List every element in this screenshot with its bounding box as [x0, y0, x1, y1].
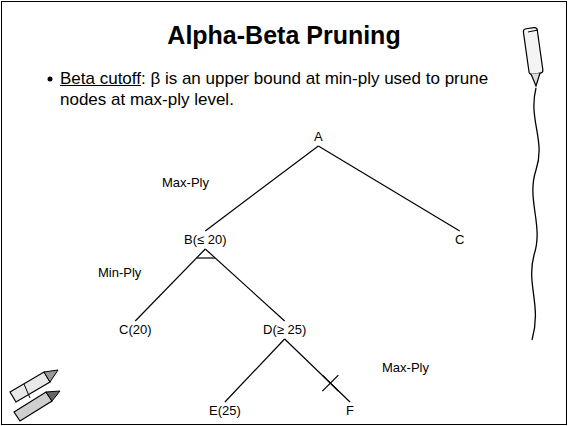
node-label: C(20) [119, 322, 152, 337]
ply-label: Max-Ply [382, 360, 429, 376]
node-label: B(≤ 20) [184, 232, 227, 247]
pencil-icon [523, 27, 543, 86]
node-label: F [346, 403, 354, 418]
tree-node: F [344, 402, 356, 420]
node-label: A [314, 129, 323, 144]
tree-node: A [312, 128, 325, 146]
tree-node: E(25) [207, 402, 243, 420]
tree-edge [318, 146, 459, 231]
node-label: C [455, 232, 464, 247]
tree-edge [285, 339, 350, 402]
min-node-bar [197, 257, 216, 258]
bullet-text: Beta cutoff: β is an upper bound at min-… [60, 68, 500, 110]
tree-edge [135, 249, 205, 321]
ply-label: Min-Ply [98, 265, 141, 281]
tree-edge [225, 339, 285, 402]
tree-node: C [453, 231, 466, 249]
prune-mark [322, 375, 338, 391]
node-label: E(25) [209, 403, 241, 418]
slide-title: Alpha-Beta Pruning [0, 20, 568, 50]
ply-label: Max-Ply [162, 175, 209, 191]
title-text: Alpha-Beta Pruning [167, 21, 400, 49]
node-label: D(≥ 25) [263, 322, 306, 337]
bullet-dot [48, 77, 53, 82]
tree-node: B(≤ 20) [182, 231, 229, 249]
tree-edge [205, 249, 284, 321]
tree-node: D(≥ 25) [261, 321, 308, 339]
crayons-icon [10, 370, 60, 421]
term-underlined: Beta cutoff [60, 69, 141, 88]
scribble-line [532, 88, 539, 340]
tree-edge [205, 146, 318, 231]
tree-node: C(20) [117, 321, 154, 339]
